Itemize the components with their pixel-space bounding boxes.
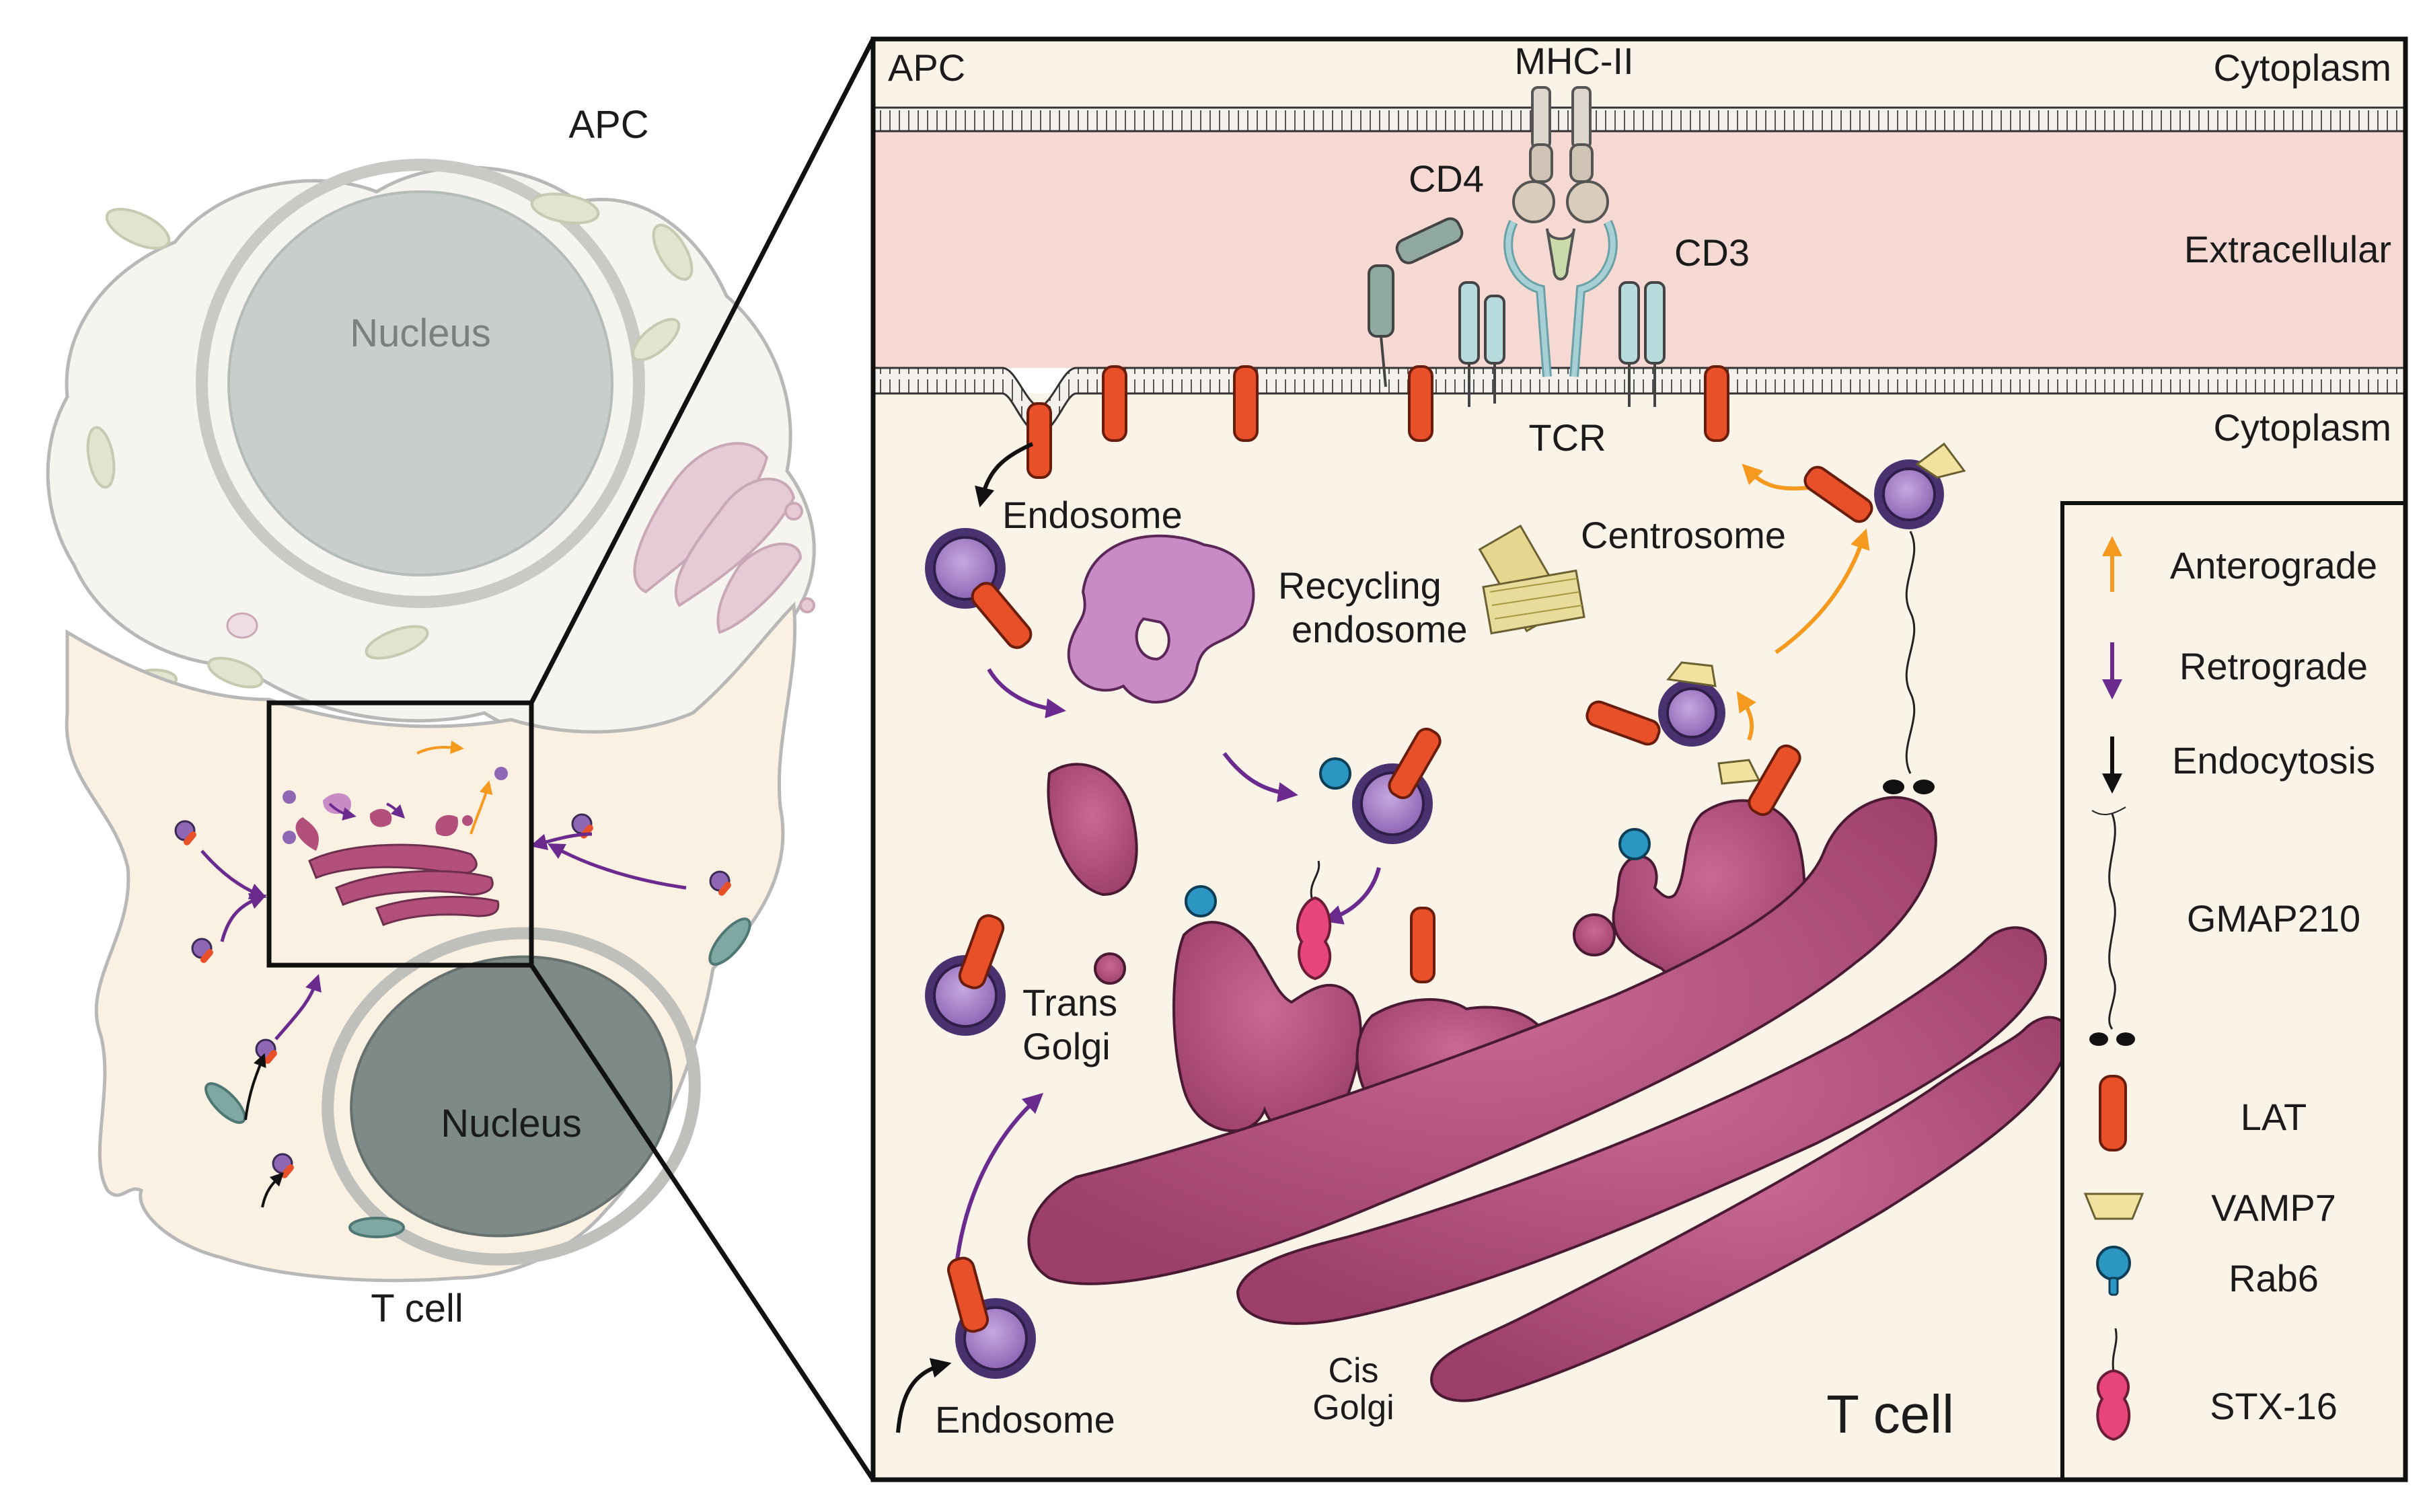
cd3-complex: [1458, 281, 1666, 407]
legend-stx16-label: STX-16: [2210, 1385, 2338, 1427]
vamp7-vesicle-middle: [1585, 661, 1725, 747]
endosome-bottom-label: Endosome: [935, 1398, 1115, 1441]
retrograde-arrows: [953, 668, 1381, 1279]
cd4-coreceptor: [1368, 217, 1464, 387]
endocytosis-arrow-bottom: [896, 1358, 952, 1433]
tcell-label: T cell: [371, 1287, 463, 1330]
cd3-label: CD3: [1674, 231, 1750, 274]
zoom-line-bottom: [529, 964, 875, 1481]
overview-arrows: [200, 832, 687, 1208]
recycling-label-line1: Recycling: [1278, 564, 1442, 607]
centrosome-label: Centrosome: [1581, 514, 1786, 556]
lat-protein-icon: [2099, 1075, 2127, 1151]
overview-inset-content: [283, 741, 508, 926]
vamp7-vesicle-top: [1803, 442, 1966, 529]
centrosome: [1478, 524, 1585, 635]
apc-nucleus: [227, 190, 613, 576]
apc-membrane: [872, 106, 2407, 133]
recycling-endosome: [1067, 534, 1255, 704]
legend-endocytosis-label: Endocytosis: [2172, 739, 2375, 782]
overview-inset-box: [266, 700, 534, 968]
tcr-label: TCR: [1528, 416, 1606, 459]
cis-golgi-label-line1: Cis: [1328, 1351, 1378, 1390]
stx16-protein-icon: [2096, 1328, 2131, 1441]
trans-golgi-vesicle: [925, 914, 1006, 1036]
detail-tcell-label: T cell: [1826, 1384, 1954, 1444]
apc-label: APC: [568, 103, 648, 147]
top-cytoplasm-label: Cytoplasm: [2213, 46, 2391, 89]
tcell-mitochondria: [204, 917, 751, 1238]
gmap210-tether-icon: [2089, 806, 2135, 1046]
detail-apc-label: APC: [888, 46, 965, 89]
rab6-protein-icon: [2096, 1246, 2131, 1296]
overview-panel: Nucleus APC Nucleus T cell: [46, 38, 876, 1481]
endosome-vesicle-top: [925, 528, 1033, 649]
legend-gmap210-label: GMAP210: [2187, 897, 2360, 940]
legend-lat-label: LAT: [2241, 1096, 2307, 1138]
recycling-label-line2: endosome: [1292, 608, 1468, 650]
apc-cytoplasm-region: [873, 39, 2405, 108]
vamp7-protein-icon: [2083, 1193, 2144, 1220]
anterograde-arrows: [1736, 463, 1870, 741]
trans-golgi-label-line1: Trans: [1022, 981, 1117, 1024]
mhc-ii-complex: [1503, 86, 1618, 377]
golgi-vamp7-lat: [1410, 744, 1801, 983]
trans-golgi-label-line2: Golgi: [1022, 1025, 1111, 1067]
cd4-label: CD4: [1409, 157, 1484, 200]
golgi-stx16-protein: [1296, 860, 1332, 981]
legend: Anterograde Retrograde Endocytosis GMAP2…: [2060, 501, 2407, 1482]
extracellular-label: Extracellular: [2184, 228, 2391, 270]
golgi-rab6-proteins: [1185, 828, 1651, 917]
tcell-nuclear-envelope: [322, 927, 701, 1266]
apc-golgi: [633, 442, 815, 634]
gmap210-anchors: [1883, 780, 1935, 794]
endocytosis-arrow-top: [975, 442, 1034, 508]
cis-golgi-label-line2: Golgi: [1312, 1388, 1394, 1427]
endosome-vesicle-bottom: [947, 1256, 1036, 1379]
zoom-line-top: [529, 38, 876, 704]
mhc-label: MHC-II: [1514, 40, 1633, 82]
gmap210-tether: [1905, 531, 1916, 774]
apc-nucleus-label: Nucleus: [350, 311, 491, 355]
legend-rab6-label: Rab6: [2229, 1257, 2319, 1299]
legend-anterograde-label: Anterograde: [2170, 544, 2377, 587]
rab6-vesicle: [1319, 727, 1442, 844]
apc-nuclear-envelope: [196, 159, 645, 608]
bottom-cytoplasm-label: Cytoplasm: [2213, 406, 2391, 449]
endosome-top-label: Endosome: [1002, 494, 1183, 536]
golgi-cisternae: [1027, 763, 2070, 1402]
tcell-nucleus-label: Nucleus: [441, 1102, 582, 1145]
legend-vamp7-label: VAMP7: [2211, 1186, 2336, 1229]
legend-retrograde-label: Retrograde: [2179, 645, 2368, 687]
detail-panel: APC Cytoplasm MHC-II Extracellular CD4 C…: [870, 36, 2408, 1482]
detail-frame: [870, 36, 2408, 1482]
membrane-lat-proteins: [1026, 365, 1729, 479]
